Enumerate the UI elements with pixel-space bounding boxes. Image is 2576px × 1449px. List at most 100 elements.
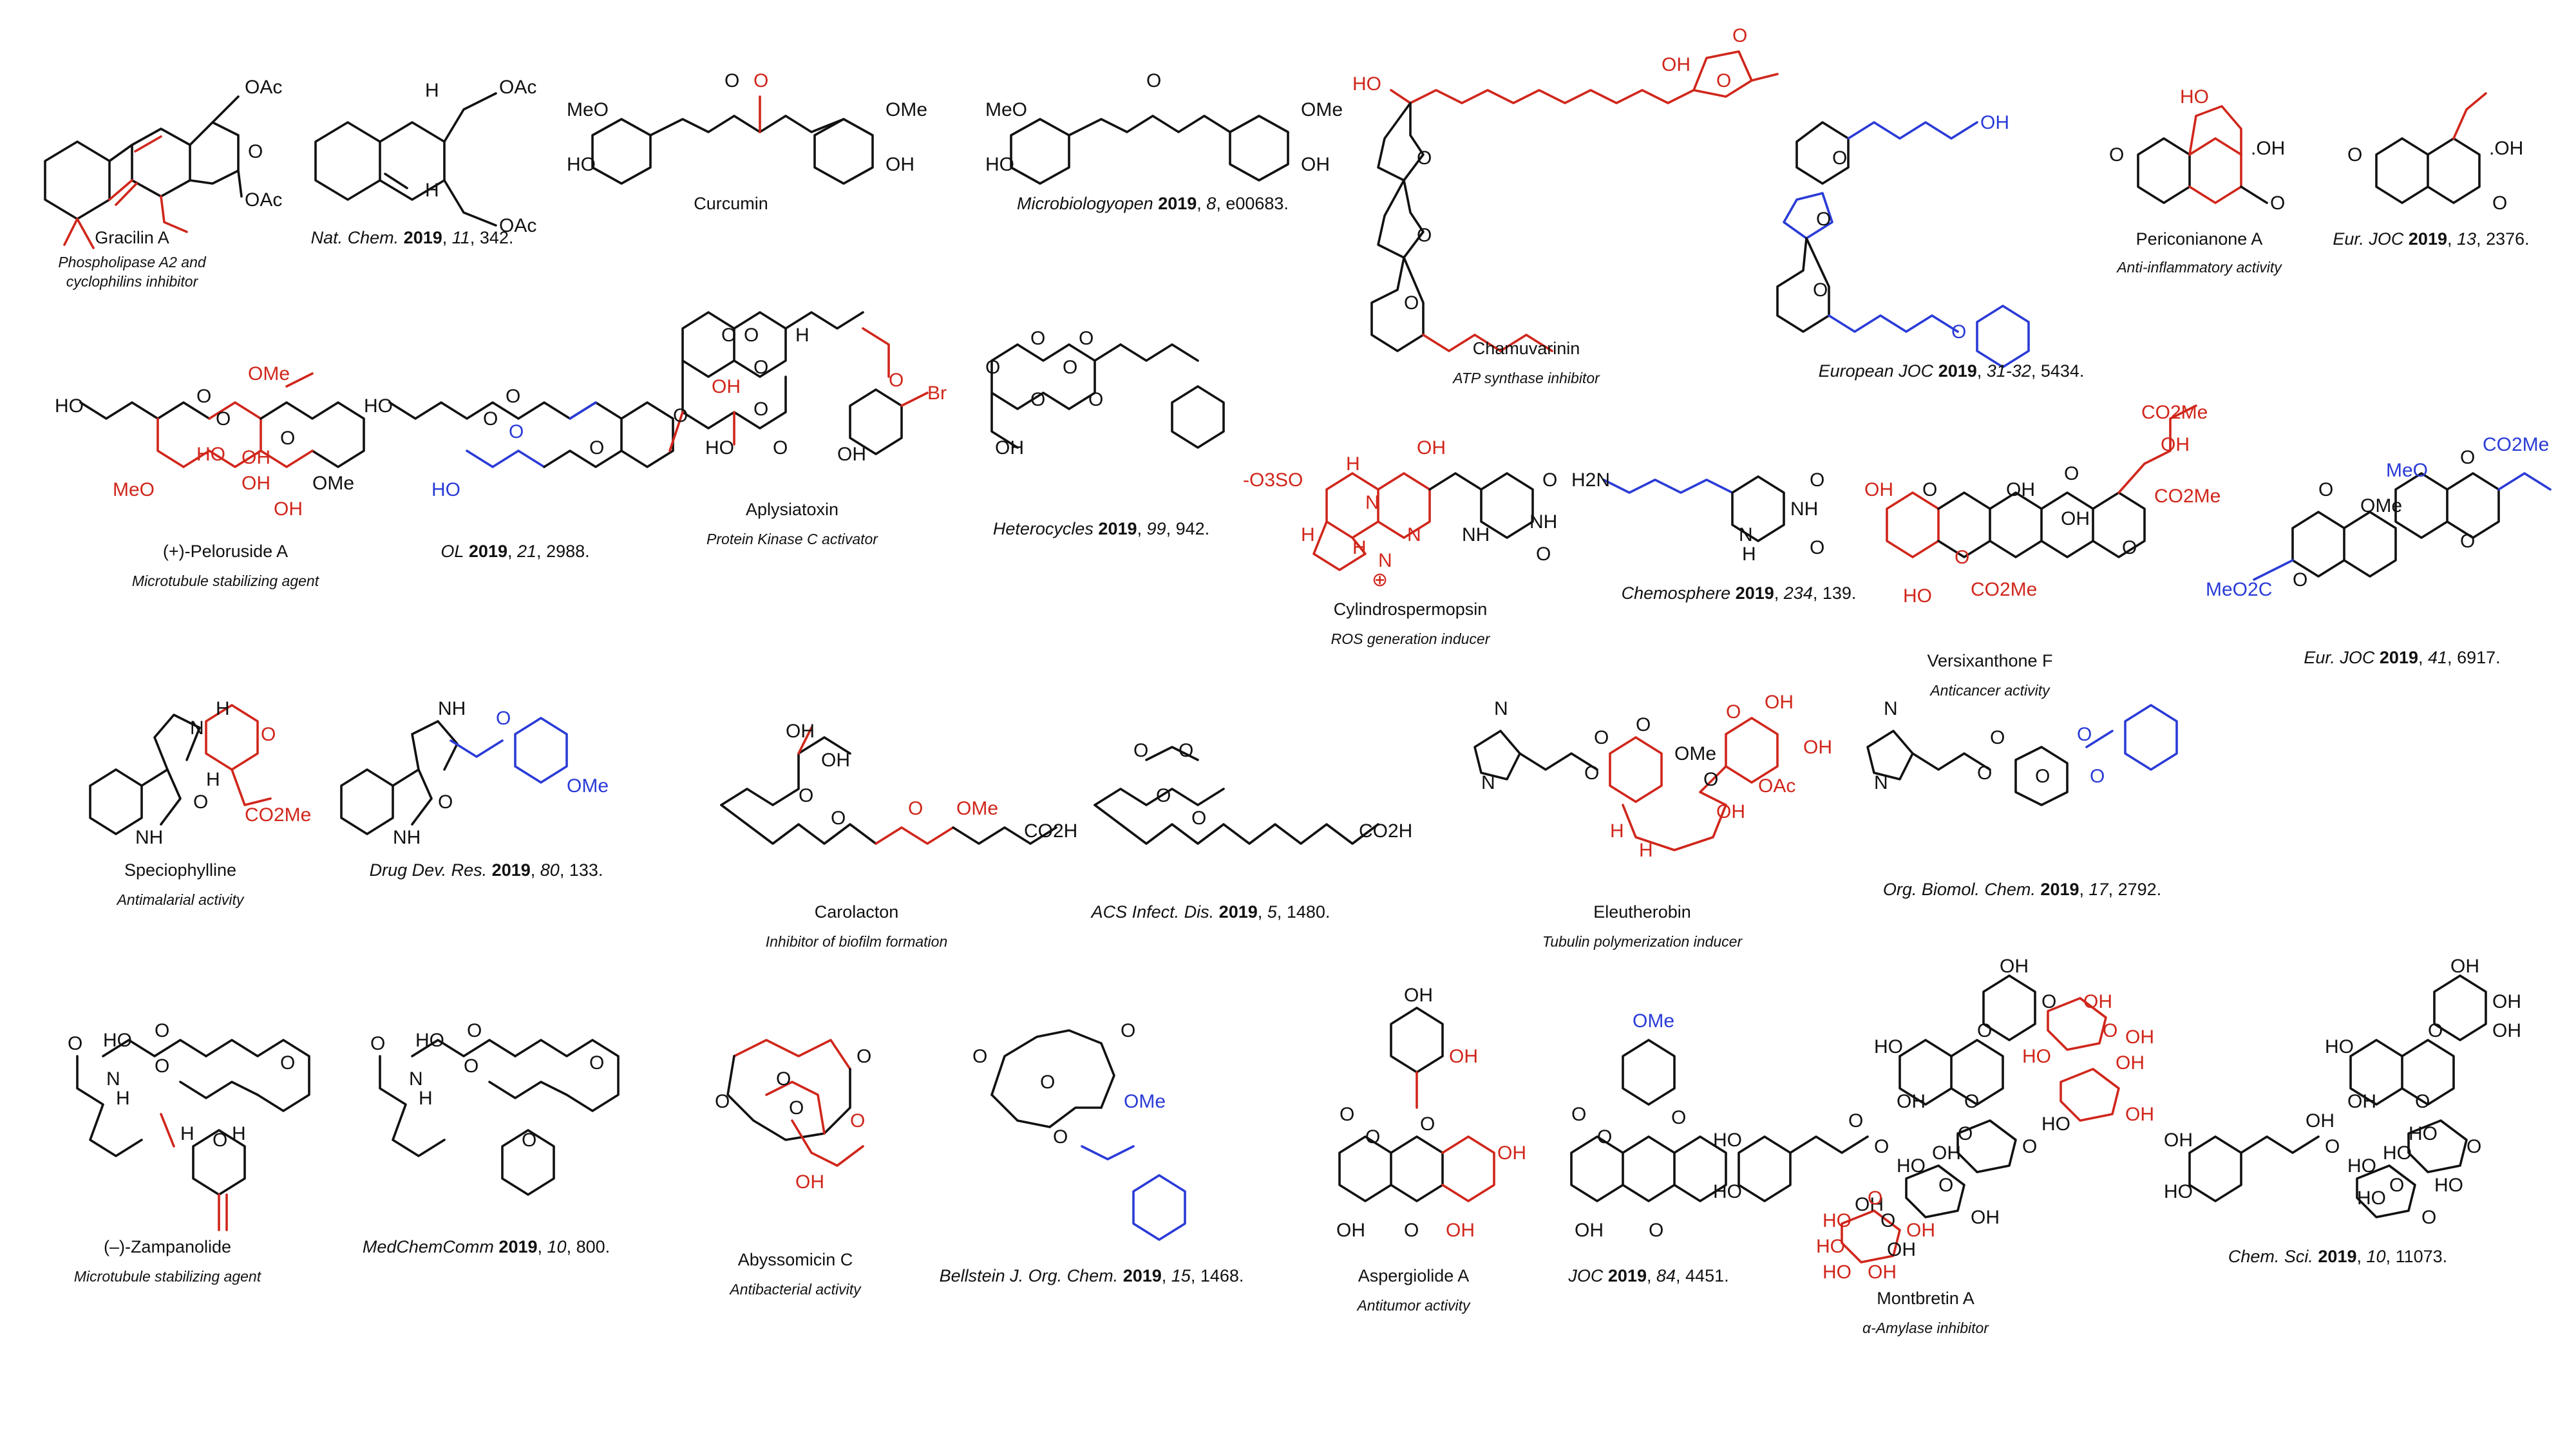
- atom-label: HO: [2409, 1123, 2438, 1144]
- compound-activity: Antibacterial activity: [728, 1281, 862, 1298]
- atom-label: OH: [2306, 1110, 2334, 1132]
- structure-peloruside-a: HO OMe O O O HO OH MeO OH OH OMe: [55, 363, 365, 520]
- atom-label: H: [206, 769, 220, 790]
- atom-label: HO: [1874, 1036, 1903, 1057]
- structure-eur-joc-13-analog: O .OH O: [2347, 92, 2523, 214]
- atom-label: H2N: [1571, 469, 1610, 491]
- structure-nat-chem-analog: H OAc H OAc: [314, 77, 536, 236]
- compound-name: Chamuvarinin: [1473, 339, 1580, 358]
- atom-label: O: [1133, 740, 1148, 761]
- atom-label: H: [1301, 524, 1315, 545]
- compound-name: (+)-Peloruside A: [163, 542, 288, 561]
- atom-label: OH: [1932, 1142, 1961, 1164]
- atom-label: O: [715, 1091, 730, 1112]
- atom-label: O: [1958, 1123, 1973, 1144]
- atom-label: O: [753, 399, 768, 420]
- compound-name: Cylindrospermopsin: [1334, 600, 1488, 619]
- atom-label: O: [1636, 714, 1651, 735]
- atom-label: OMe: [312, 473, 354, 494]
- atom-label: O: [1951, 321, 1966, 343]
- atom-label: O: [196, 386, 211, 407]
- atom-label: O: [2064, 463, 2079, 484]
- atom-label: OH: [1980, 112, 2009, 133]
- atom-label: H: [419, 1088, 433, 1109]
- atom-label: O: [1716, 70, 1731, 91]
- atom-label: O: [1868, 1188, 1882, 1209]
- structure-curcumin: MeO HO O O OMe OH: [567, 70, 927, 185]
- atom-label: O: [496, 708, 511, 729]
- atom-label: O: [2460, 447, 2475, 468]
- atom-label: NH: [1530, 511, 1557, 533]
- citation: Eur. JOC 2019, 13, 2376.: [2333, 229, 2529, 249]
- atom-label: O: [1420, 1113, 1435, 1135]
- atom-label: OH: [1336, 1220, 1365, 1241]
- structure-org-biomol-chem-analog: N N O O O O O: [1866, 698, 2178, 806]
- atom-label: O: [2318, 479, 2333, 500]
- atom-label: OH: [2116, 1052, 2145, 1074]
- compound-name: Gracilin A: [95, 228, 169, 247]
- atom-label: O: [721, 325, 736, 346]
- compound-activity: Antitumor activity: [1356, 1297, 1471, 1314]
- compound-activity: Phospholipase A2 and: [58, 254, 207, 270]
- compound-name: Aplysiatoxin: [746, 500, 838, 519]
- atom-label: NH: [1790, 498, 1818, 520]
- compound-name: Speciophylline: [124, 860, 236, 880]
- compound-activity: ATP synthase inhibitor: [1452, 370, 1600, 386]
- citation: Org. Biomol. Chem. 2019, 17, 2792.: [1883, 880, 2161, 899]
- atom-label: OH: [1906, 1220, 1935, 1241]
- atom-label: O: [2293, 569, 2307, 591]
- atom-label: OH: [2450, 956, 2479, 977]
- atom-label: HO: [196, 444, 225, 465]
- atom-label: HO: [431, 479, 460, 500]
- atom-label: O: [506, 386, 520, 407]
- atom-label: OH: [1301, 154, 1330, 175]
- atom-label: OH: [821, 750, 850, 771]
- atom-label: HO: [2357, 1188, 2386, 1209]
- compound-name: Aspergiolide A: [1358, 1266, 1470, 1285]
- atom-label: HO: [1823, 1262, 1852, 1283]
- atom-label: OMe: [2360, 495, 2402, 516]
- atom-label: O: [2122, 537, 2137, 558]
- atom-label: O: [155, 1056, 169, 1077]
- structure-abyssomicin-c: O O O O O OH: [715, 1039, 871, 1193]
- structure-heterocycles-analog: O O O O O O OH: [985, 328, 1225, 459]
- atom-label: OH: [1417, 437, 1446, 459]
- atom-label: O: [1404, 292, 1419, 314]
- atom-label: O: [1732, 25, 1747, 46]
- atom-label: O: [248, 141, 263, 162]
- atom-label: O: [1571, 1104, 1586, 1125]
- atom-label: O: [1191, 808, 1206, 829]
- atom-label: O: [1053, 1126, 1068, 1148]
- citation: OL 2019, 21, 2988.: [440, 542, 589, 561]
- atom-label: OH: [795, 1171, 824, 1193]
- atom-label: H: [1610, 820, 1624, 842]
- atom-label: O: [1340, 1104, 1354, 1125]
- atom-label: O: [2492, 193, 2507, 214]
- atom-label: O: [509, 421, 524, 442]
- atom-label: O: [1813, 279, 1828, 301]
- atom-label: OMe: [248, 363, 290, 384]
- atom-label: O: [789, 1097, 804, 1119]
- structure-ol-analog: HO O O O HO O: [364, 386, 674, 500]
- structure-gracilin-a: OAc O OAc: [44, 77, 282, 249]
- atom-label: H: [1352, 537, 1367, 558]
- atom-label: O: [261, 724, 276, 745]
- atom-label: MeO: [2386, 460, 2428, 481]
- atom-label: O: [2109, 144, 2124, 166]
- atom-label: HO: [985, 154, 1014, 175]
- atom-label: O: [1417, 147, 1432, 169]
- atom-label: OH: [712, 376, 741, 397]
- atom-label: OH: [1864, 479, 1893, 500]
- atom-label: HO: [1897, 1155, 1926, 1177]
- compound-activity: ROS generation inducer: [1331, 630, 1491, 647]
- atom-label: O: [1030, 328, 1045, 349]
- atom-label: OH: [786, 721, 815, 742]
- atom-label: NH: [438, 698, 466, 719]
- atom-label: O: [1594, 727, 1609, 748]
- atom-label: O: [467, 1020, 482, 1041]
- atom-label: OAc: [245, 189, 282, 211]
- atom-label: OMe: [1633, 1010, 1674, 1032]
- atom-label: O: [1156, 785, 1171, 806]
- atom-label: HO: [2383, 1142, 2412, 1164]
